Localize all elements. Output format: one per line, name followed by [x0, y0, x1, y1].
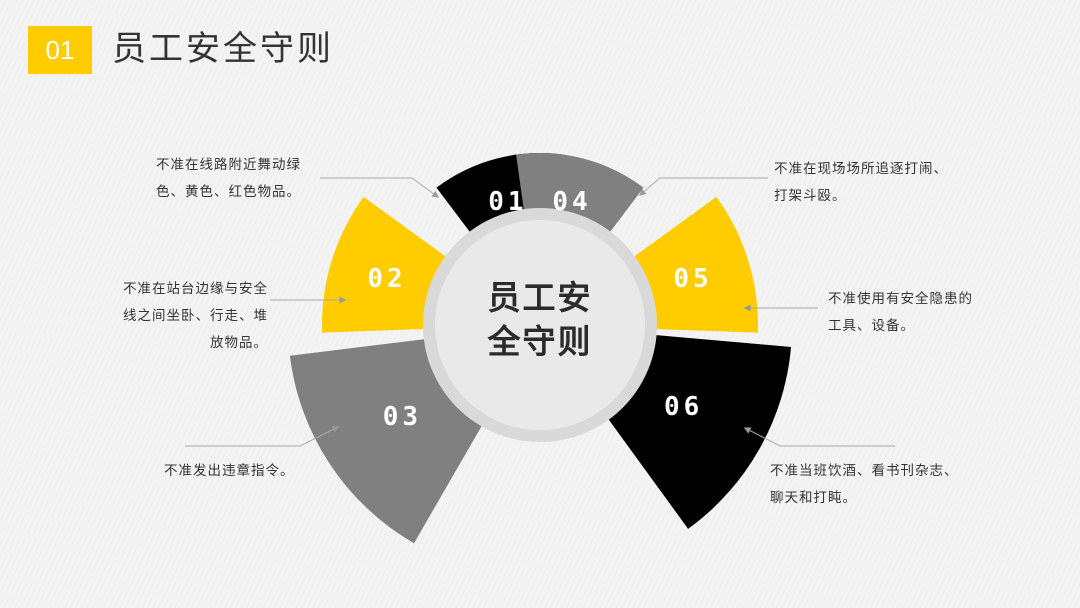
segment-label-03: 03 [383, 402, 422, 432]
center-title-line2: 全守则 [487, 322, 593, 361]
segment-label-05: 05 [673, 264, 712, 294]
rule-06-line2: 聊天和打盹。 [770, 490, 857, 506]
segment-label-04: 04 [552, 187, 591, 217]
leader-line-04 [638, 177, 768, 196]
leader-line-06 [743, 427, 895, 447]
rule-text-02: 不准在站台边缘与安全 线之间坐卧、行走、堆 放物品。 [110, 276, 268, 357]
leader-line-01 [320, 177, 440, 198]
segment-label-06: 06 [664, 392, 703, 422]
center-title: 员工安 全守则 [458, 276, 622, 364]
rule-02-line1: 不准在站台边缘与安全 [123, 281, 268, 297]
center-circle [435, 220, 645, 430]
rule-03-line1: 不准发出违章指令。 [164, 463, 295, 479]
center-title-line1: 员工安 [487, 278, 593, 317]
rule-02-line2: 线之间坐卧、行走、堆 [123, 308, 268, 324]
rule-text-06: 不准当班饮酒、看书刊杂志、 聊天和打盹。 [770, 458, 959, 512]
segment-label-01: 01 [488, 187, 527, 217]
rule-text-03: 不准发出违章指令。 [164, 458, 295, 485]
rule-06-line1: 不准当班饮酒、看书刊杂志、 [770, 463, 959, 479]
rule-02-line3: 放物品。 [210, 335, 268, 351]
segment-06 [592, 332, 792, 529]
rule-01-line2: 色、黄色、红色物品。 [156, 184, 301, 200]
rule-05-line1: 不准使用有安全隐患的 [828, 291, 973, 307]
rule-01-line1: 不准在线路附近舞动绿 [156, 157, 301, 173]
page-title: 员工安全守则 [112, 29, 334, 69]
rule-text-01: 不准在线路附近舞动绿 色、黄色、红色物品。 [156, 152, 301, 206]
leader-line-03 [185, 426, 340, 447]
segment-label-02: 02 [367, 264, 406, 294]
rule-04-line2: 打架斗殴。 [774, 188, 847, 204]
rule-05-line2: 工具、设备。 [828, 318, 915, 334]
rule-text-05: 不准使用有安全隐患的 工具、设备。 [828, 286, 973, 340]
rule-text-04: 不准在现场场所追逐打闹、 打架斗殴。 [774, 156, 948, 210]
section-number-badge: 01 [28, 26, 92, 74]
rule-04-line1: 不准在现场场所追逐打闹、 [774, 161, 948, 177]
